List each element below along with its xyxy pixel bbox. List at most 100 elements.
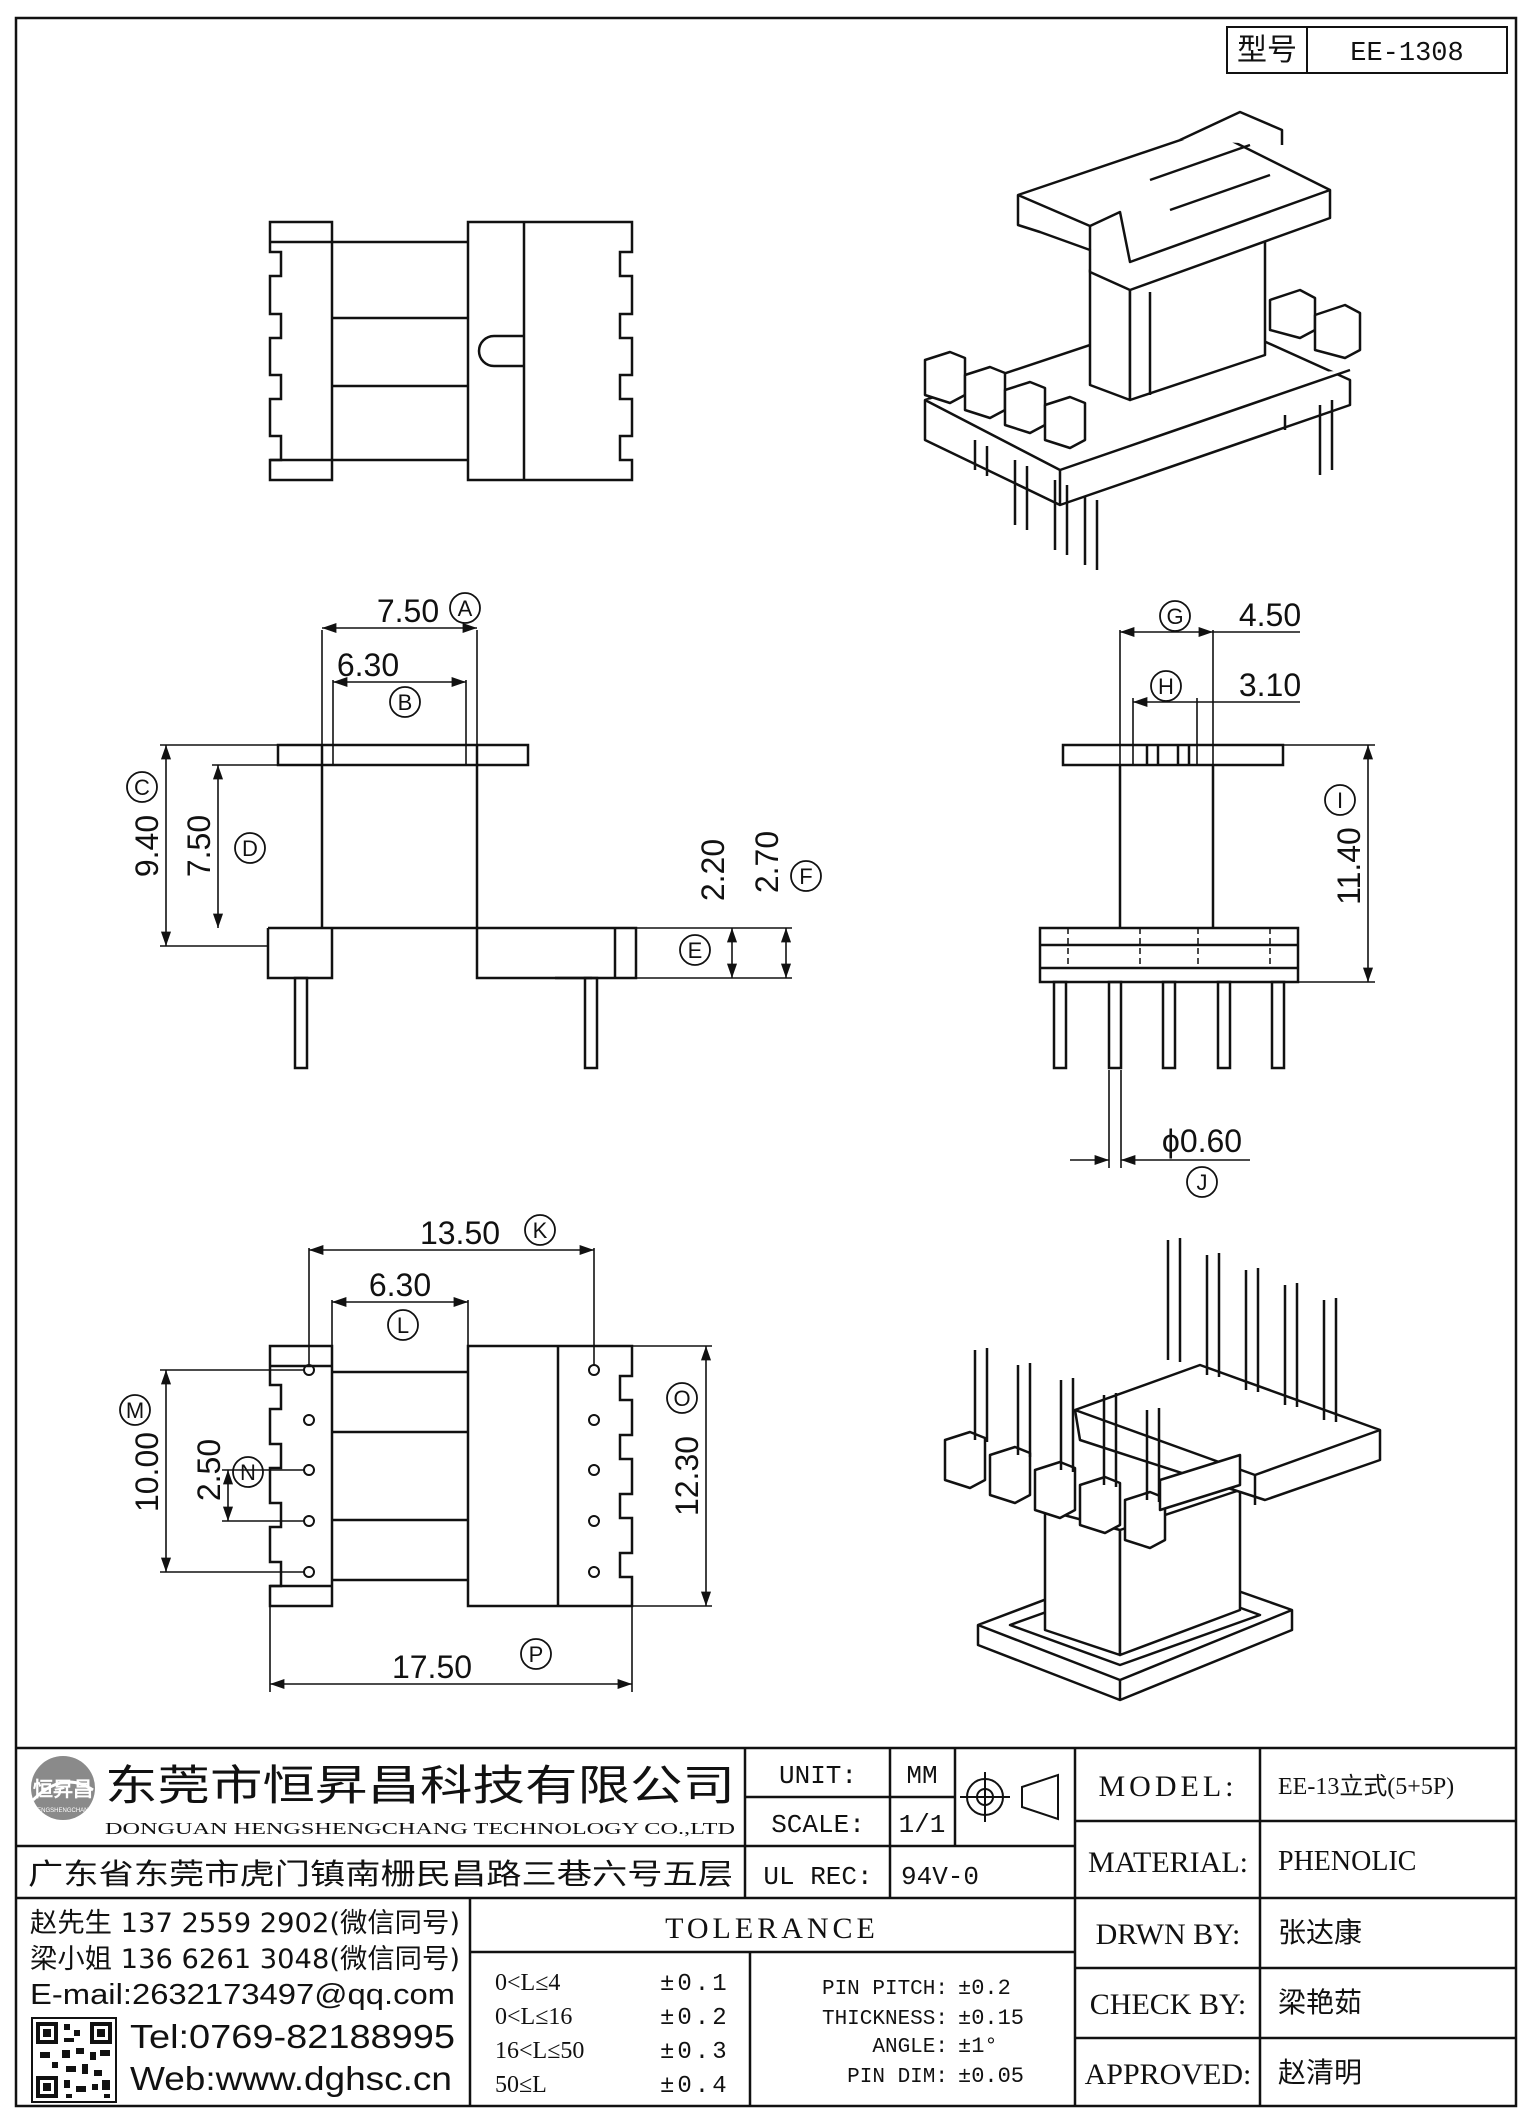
check-value: 梁艳茹 bbox=[1278, 1986, 1362, 2019]
dim-m-value: 10.00 bbox=[129, 1432, 165, 1512]
marker-o: O bbox=[666, 1382, 698, 1414]
front-view bbox=[1038, 743, 1300, 1070]
company-name-en: DONGUAN HENGSHENGCHANG TECHNOLOGY CO.,LT… bbox=[105, 1819, 735, 1838]
svg-text:F: F bbox=[799, 864, 812, 889]
sheet-border bbox=[14, 16, 1518, 2108]
isometric-view-top bbox=[923, 110, 1362, 570]
svg-text:H: H bbox=[1158, 674, 1174, 699]
marker-d: D bbox=[234, 832, 266, 864]
thickness-label: THICKNESS: bbox=[822, 2008, 948, 2031]
model-label: MODEL: bbox=[1099, 1770, 1238, 1803]
marker-k: K bbox=[524, 1214, 556, 1246]
logo-text: 恒昇昌 bbox=[33, 1777, 93, 1801]
tolerance-value-3: ±0.3 bbox=[660, 2039, 730, 2066]
pin-pitch-value: ±0.2 bbox=[958, 1976, 1011, 2001]
svg-text:P: P bbox=[529, 1642, 544, 1667]
marker-f: F bbox=[790, 860, 822, 892]
company-address: 广东省东莞市虎门镇南栅民昌路三巷六号五层 bbox=[28, 1857, 733, 1891]
spec-cells: UNIT: MM SCALE: 1/1 UL REC: 94V-0 bbox=[763, 1761, 979, 1892]
contact-line-1: 赵先生 137 2559 2902(微信同号) bbox=[30, 1908, 460, 1939]
marker-b: B bbox=[389, 686, 421, 718]
dimension-values: 7.50 6.30 9.40 7.50 2.20 2.70 4.50 3.10 … bbox=[129, 593, 1367, 1685]
tolerance-value-1: ±0.1 bbox=[660, 1971, 730, 1998]
dim-d-value: 7.50 bbox=[181, 815, 217, 877]
tolerance-range-3: 16<L≤50 bbox=[495, 2038, 584, 2064]
marker-n: N bbox=[232, 1456, 264, 1488]
unit-label: UNIT: bbox=[779, 1761, 857, 1791]
top-plan-view bbox=[268, 220, 634, 482]
contact-info: 赵先生 137 2559 2902(微信同号) 梁小姐 136 6261 304… bbox=[30, 1908, 460, 2097]
dim-j-value: ϕ0.60 bbox=[1162, 1123, 1242, 1159]
dim-n-value: 2.50 bbox=[191, 1439, 227, 1501]
dim-g-value: 4.50 bbox=[1239, 597, 1301, 633]
logo-subtext: HENGSHENGCHANG bbox=[33, 1808, 94, 1814]
marker-c: C bbox=[126, 771, 158, 803]
svg-text:B: B bbox=[398, 690, 413, 715]
marker-p: P bbox=[520, 1638, 552, 1670]
title-block bbox=[16, 1746, 1516, 2106]
contact-web: Web:www.dghsc.cn bbox=[130, 2060, 452, 2097]
pin-dim-label: PIN DIM: bbox=[847, 2066, 948, 2089]
bottom-view bbox=[268, 1344, 634, 1608]
drawn-label: DRWN BY: bbox=[1096, 1918, 1241, 1951]
contact-email: E-mail:2632173497@qq.com bbox=[30, 1979, 455, 2011]
ul-value: 94V-0 bbox=[901, 1862, 979, 1892]
dim-e-value: 2.20 bbox=[695, 839, 731, 901]
tolerance-range-1: 0<L≤4 bbox=[495, 1970, 560, 1996]
svg-text:D: D bbox=[242, 836, 258, 861]
model-value: EE-13立式(5+5P) bbox=[1278, 1773, 1454, 1800]
svg-text:K: K bbox=[533, 1218, 548, 1243]
svg-text:A: A bbox=[458, 596, 473, 621]
approved-value: 赵清明 bbox=[1278, 2056, 1362, 2089]
tolerance-value-4: ±0.4 bbox=[660, 2073, 730, 2100]
angle-value: ±1° bbox=[958, 2034, 998, 2059]
dim-k-value: 13.50 bbox=[420, 1215, 500, 1251]
svg-text:C: C bbox=[134, 775, 150, 800]
check-label: CHECK BY: bbox=[1090, 1988, 1246, 2021]
svg-text:G: G bbox=[1166, 604, 1183, 629]
dim-l-value: 6.30 bbox=[369, 1267, 431, 1303]
marker-j: J bbox=[1186, 1166, 1218, 1198]
dimension-markers: A B C D E F G H I J K L M N O P bbox=[119, 592, 1356, 1670]
dim-h-value: 3.10 bbox=[1239, 667, 1301, 703]
ul-label: UL REC: bbox=[763, 1862, 872, 1892]
svg-text:O: O bbox=[673, 1386, 690, 1411]
scale-label: SCALE: bbox=[771, 1810, 865, 1840]
svg-text:N: N bbox=[240, 1460, 256, 1485]
pin-pitch-label: PIN PITCH: bbox=[822, 1978, 948, 2001]
tolerance-title: TOLERANCE bbox=[665, 1912, 879, 1945]
company-logo: 恒昇昌 HENGSHENGCHANG bbox=[31, 1756, 95, 1820]
marker-a: A bbox=[449, 592, 481, 624]
angle-label: ANGLE: bbox=[872, 2036, 948, 2059]
dim-a-value: 7.50 bbox=[377, 593, 439, 629]
svg-text:L: L bbox=[397, 1313, 409, 1338]
tolerance-range-2: 0<L≤16 bbox=[495, 2004, 572, 2030]
contact-line-2: 梁小姐 136 6261 3048(微信同号) bbox=[30, 1944, 460, 1975]
tolerance-value-2: ±0.2 bbox=[660, 2005, 730, 2032]
header-model-box: 型号 EE-1308 bbox=[1226, 26, 1508, 74]
drawn-value: 张达康 bbox=[1278, 1916, 1362, 1949]
header-model-label: 型号 bbox=[1237, 33, 1297, 68]
projection-symbol-icon bbox=[960, 1772, 1059, 1822]
material-value: PHENOLIC bbox=[1278, 1846, 1416, 1877]
material-label: MATERIAL: bbox=[1088, 1846, 1248, 1879]
svg-text:M: M bbox=[126, 1398, 144, 1423]
svg-text:I: I bbox=[1337, 788, 1343, 813]
dim-f-value: 2.70 bbox=[749, 831, 785, 893]
approved-label: APPROVED: bbox=[1085, 2058, 1252, 2091]
tolerance-table: TOLERANCE 0<L≤4 ±0.1 0<L≤16 ±0.2 16<L≤50… bbox=[495, 1912, 1024, 2100]
dim-c-value: 9.40 bbox=[129, 815, 165, 877]
thickness-value: ±0.15 bbox=[958, 2006, 1024, 2031]
marker-i: I bbox=[1324, 784, 1356, 816]
dim-o-value: 12.30 bbox=[669, 1436, 705, 1516]
marker-h: H bbox=[1150, 670, 1182, 702]
pin-dim-value: ±0.05 bbox=[958, 2064, 1024, 2089]
marker-e: E bbox=[679, 934, 711, 966]
dim-b-value: 6.30 bbox=[337, 647, 399, 683]
scale-value: 1/1 bbox=[899, 1810, 946, 1840]
svg-text:E: E bbox=[688, 938, 703, 963]
isometric-view-bottom bbox=[943, 1238, 1382, 1702]
qr-code-icon bbox=[31, 2017, 117, 2103]
info-cells: MODEL: EE-13立式(5+5P) MATERIAL: PHENOLIC … bbox=[1085, 1770, 1455, 2091]
